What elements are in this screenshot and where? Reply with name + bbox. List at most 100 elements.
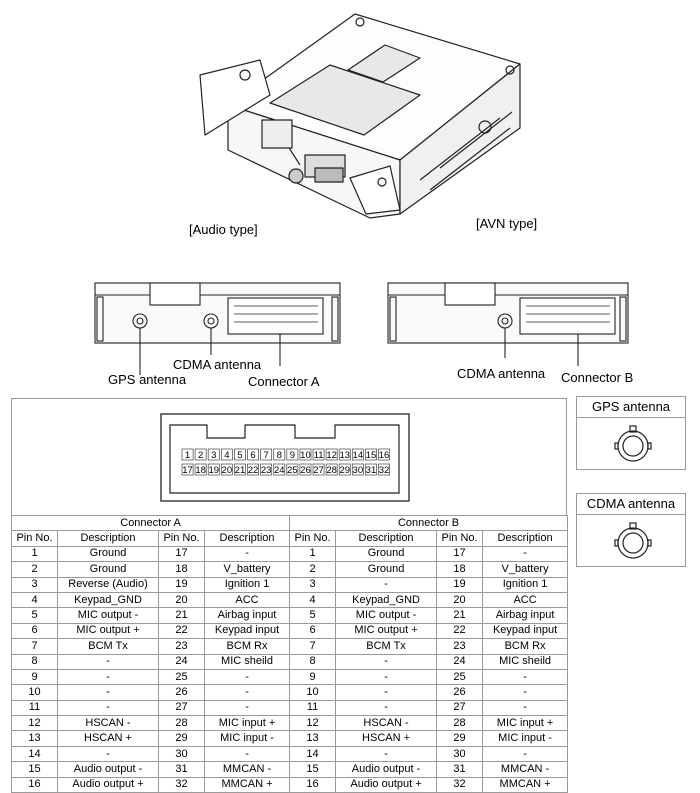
pin-cell [181,448,194,461]
front-connector-b [314,167,344,183]
table-cell: 18 [158,561,205,578]
top-panel-small [347,44,421,83]
table-cell: Ignition 1 [203,576,291,593]
table-cell: Ignition 1 [482,576,569,593]
table-cell: 7 [289,638,337,655]
pin-cell [378,463,390,476]
pin-number: 7 [264,450,269,461]
caption-audio-type: [Audio type] [189,222,258,237]
group-header-connector-b: Connector B [289,514,569,532]
pin-cell [234,448,246,461]
pin-number: 21 [235,465,246,476]
table-cell: 7 [11,638,58,655]
table-cell: 5 [11,607,58,624]
table-cell: MIC input + [482,715,569,732]
pin-cell [234,463,246,476]
table-cell: 27 [158,699,205,717]
pin-cell [365,448,377,461]
bracket-hole [377,177,387,187]
table-cell: MIC input - [203,730,291,747]
column-header: Pin No. [11,530,58,547]
table-cell: - [203,745,291,763]
table-cell: Ground [335,545,438,563]
front-bracket [349,165,401,215]
pin-cell [286,463,299,476]
table-cell: 28 [436,715,484,732]
table-cell: Airbag input [482,607,569,624]
table-cell: 4 [289,591,337,609]
caption-avn-type: [AVN type] [476,216,538,231]
table-cell: 1 [289,545,337,563]
table-cell: MIC output - [335,607,438,624]
table-cell: HSCAN + [57,730,159,747]
pin-cell [273,448,286,461]
table-cell: MIC input + [203,715,291,732]
table-cell: 11 [11,699,58,717]
pin-cell [220,448,233,461]
avn-rear-panel [387,282,629,366]
table-cell: 19 [436,576,484,593]
front-label-plate [261,119,293,149]
pin-number: 15 [366,450,377,461]
bracket-hole [239,69,251,81]
pin-number: 32 [379,465,390,476]
pin-number: 28 [326,465,337,476]
table-cell: MIC output + [335,622,438,640]
column-header: Pin No. [158,530,205,547]
pin-number: 18 [195,465,206,476]
table-cell: 24 [158,653,205,670]
pin-number: 22 [248,465,259,476]
table-cell: 24 [436,653,484,670]
table-cell: - [57,668,159,686]
pin-number: 13 [339,450,350,461]
pin-cell [312,448,325,461]
table-cell: 26 [158,684,205,701]
pin-number: 1 [185,450,190,461]
pin-number: 8 [277,450,282,461]
table-cell: HSCAN - [57,715,159,732]
pin-cell [247,463,259,476]
table-cell: 30 [436,745,484,763]
table-cell: BCM Tx [335,638,438,655]
screw-hole [355,17,365,27]
pin-number: 12 [326,450,337,461]
table-row: 9-25-9-25- [11,668,569,686]
table-cell: 14 [11,745,58,763]
callout-gps-antenna: GPS antenna [108,372,187,387]
table-cell: MMCAN + [203,776,291,793]
table-cell: ACC [482,591,569,609]
pin-number: 3 [211,450,216,461]
table-cell: 2 [289,561,337,578]
table-cell: 2 [11,561,58,578]
table-cell: BCM Rx [203,638,291,655]
table-cell: Reverse (Audio) [57,576,159,593]
table-cell: Keypad input [203,622,291,640]
pin-cell [299,448,312,461]
pin-number: 20 [222,465,233,476]
pin-cell [365,463,377,476]
group-header-connector-a: Connector A [10,514,291,532]
table-cell: 20 [436,591,484,609]
table-cell: 5 [289,607,337,624]
table-cell: MIC output + [57,622,159,640]
table-cell: MIC input - [482,730,569,747]
table-cell: 18 [436,561,484,578]
column-header: Pin No. [436,530,484,547]
table-cell: - [57,745,159,763]
table-cell: V_battery [203,561,291,578]
table-cell: 20 [158,591,205,609]
pin-cell [273,463,286,476]
table-cell: - [482,545,569,563]
pin-cell [338,448,351,461]
table-cell: MIC output - [57,607,159,624]
pin-cell [299,463,312,476]
table-cell: - [57,684,159,701]
